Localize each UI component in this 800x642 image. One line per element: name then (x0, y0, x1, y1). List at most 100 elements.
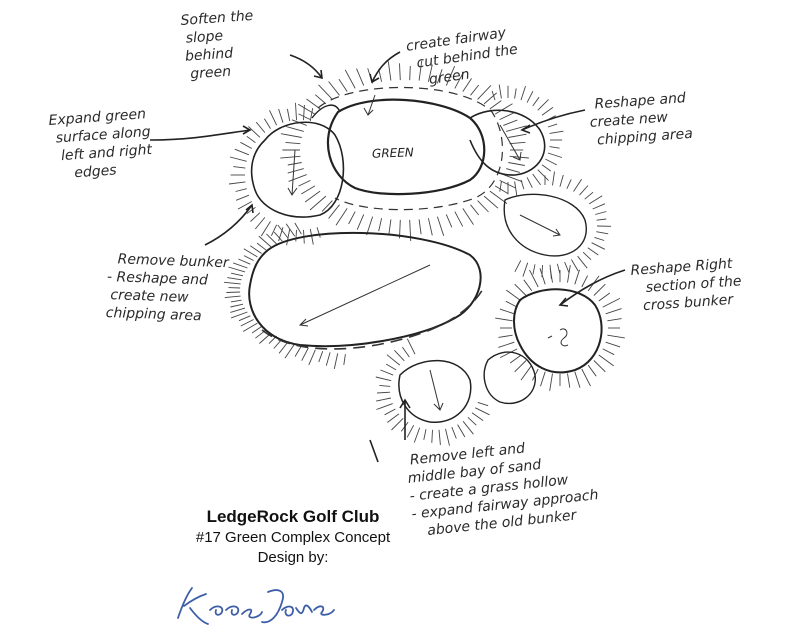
title-block: LedgeRock Golf Club #17 Green Complex Co… (158, 506, 428, 568)
hatch-mark (235, 188, 247, 192)
hatch-mark (499, 111, 516, 121)
arrow-reshape-chip (521, 109, 586, 131)
hatch-mark (303, 104, 305, 121)
hatch-mark (571, 259, 579, 272)
hatch-mark (483, 195, 499, 209)
hatch-mark (402, 346, 410, 358)
hatch-mark (506, 168, 520, 173)
hatch-mark (309, 228, 314, 245)
hatch-mark (240, 141, 253, 149)
hatch-mark (285, 126, 304, 132)
hatch-mark (264, 118, 271, 129)
hatch-mark (229, 156, 247, 162)
hatch-mark (348, 211, 356, 225)
hatch-mark (258, 235, 272, 248)
hatch-mark (224, 295, 241, 299)
hatch-mark (602, 348, 615, 356)
hatch-mark (477, 200, 489, 213)
hatch-mark (255, 121, 266, 133)
hatch-mark (278, 227, 284, 242)
hatch-mark (514, 360, 527, 373)
hatch-mark (248, 126, 261, 138)
hatch-mark (237, 201, 253, 210)
lower-chipping-area (248, 231, 482, 348)
right-chipping-area (469, 109, 546, 176)
hatch-mark (596, 231, 609, 235)
hatch-mark (503, 174, 523, 183)
hatch-mark (235, 194, 250, 201)
hatch-mark (280, 133, 302, 138)
hatch-mark (380, 369, 394, 376)
hatch-mark (462, 421, 474, 435)
hatch-mark (495, 317, 513, 322)
hatch-mark (226, 291, 241, 293)
hatch-mark (427, 64, 433, 82)
hatch-mark (377, 391, 391, 394)
hatch-mark (356, 214, 365, 230)
hatch-mark (344, 69, 356, 89)
hatch-mark (470, 204, 480, 216)
hatch-mark (566, 179, 572, 189)
hatch-mark (602, 297, 621, 308)
hatch-mark (243, 248, 258, 258)
hatch-mark (384, 408, 396, 416)
hatch-mark (596, 218, 607, 221)
hatch-mark (445, 214, 453, 228)
hatch-mark (427, 218, 433, 236)
hatch-mark (328, 81, 340, 96)
hatch-mark (343, 354, 346, 365)
hatch-mark (605, 341, 621, 348)
hatch-mark (286, 108, 291, 122)
hatch-mark (387, 413, 400, 423)
hatch-mark (475, 407, 490, 416)
hatch-mark (522, 262, 529, 277)
hatch-mark (509, 141, 526, 145)
hatch-mark (532, 264, 536, 275)
hatch-mark (499, 348, 518, 359)
hatch-mark (308, 349, 316, 366)
hatch-mark (477, 401, 489, 407)
hatch-mark (406, 338, 416, 355)
hatch-mark (294, 222, 302, 235)
green-surface (326, 98, 486, 196)
hatch-mark (418, 60, 423, 81)
cross-bunker (513, 288, 603, 374)
green-collar (317, 86, 504, 211)
hatch-mark (491, 90, 496, 101)
hatch-mark (304, 190, 321, 203)
hatch-mark (315, 94, 327, 105)
hatch-mark (541, 164, 552, 172)
hatch-mark (506, 289, 522, 302)
arrow-expand (149, 129, 251, 141)
hatch-mark (593, 360, 606, 373)
hatch-mark (251, 326, 262, 334)
hatch-mark (537, 169, 549, 181)
hatch-mark (457, 424, 466, 438)
hatch-mark (309, 195, 327, 211)
hatch-mark (503, 119, 518, 126)
hatch-mark (418, 219, 422, 235)
hatch-mark (285, 141, 301, 145)
hatch-mark (388, 219, 392, 236)
note-reshape-cross-bunker: Reshape Right section of the cross bunke… (630, 255, 742, 315)
hatch-mark (508, 133, 527, 138)
hatch-mark (338, 78, 348, 92)
hatch-mark (391, 417, 404, 431)
hatch-mark (549, 130, 564, 134)
hatch-mark (243, 255, 254, 261)
hatch-mark (285, 223, 296, 237)
hatch-mark (438, 429, 441, 445)
hatch-mark (573, 178, 582, 192)
arrow-remove-bunker (204, 204, 253, 246)
hatch-mark (494, 103, 513, 115)
hatch-mark (587, 247, 599, 256)
hatch-mark (607, 334, 625, 339)
hatch-mark (387, 61, 392, 81)
hatch-mark (254, 217, 266, 230)
hatch-mark (505, 300, 518, 308)
hatch-mark (386, 354, 401, 366)
hatch-mark (547, 152, 563, 158)
hatch-mark (231, 272, 244, 277)
club-name: LedgeRock Golf Club (206, 507, 380, 526)
